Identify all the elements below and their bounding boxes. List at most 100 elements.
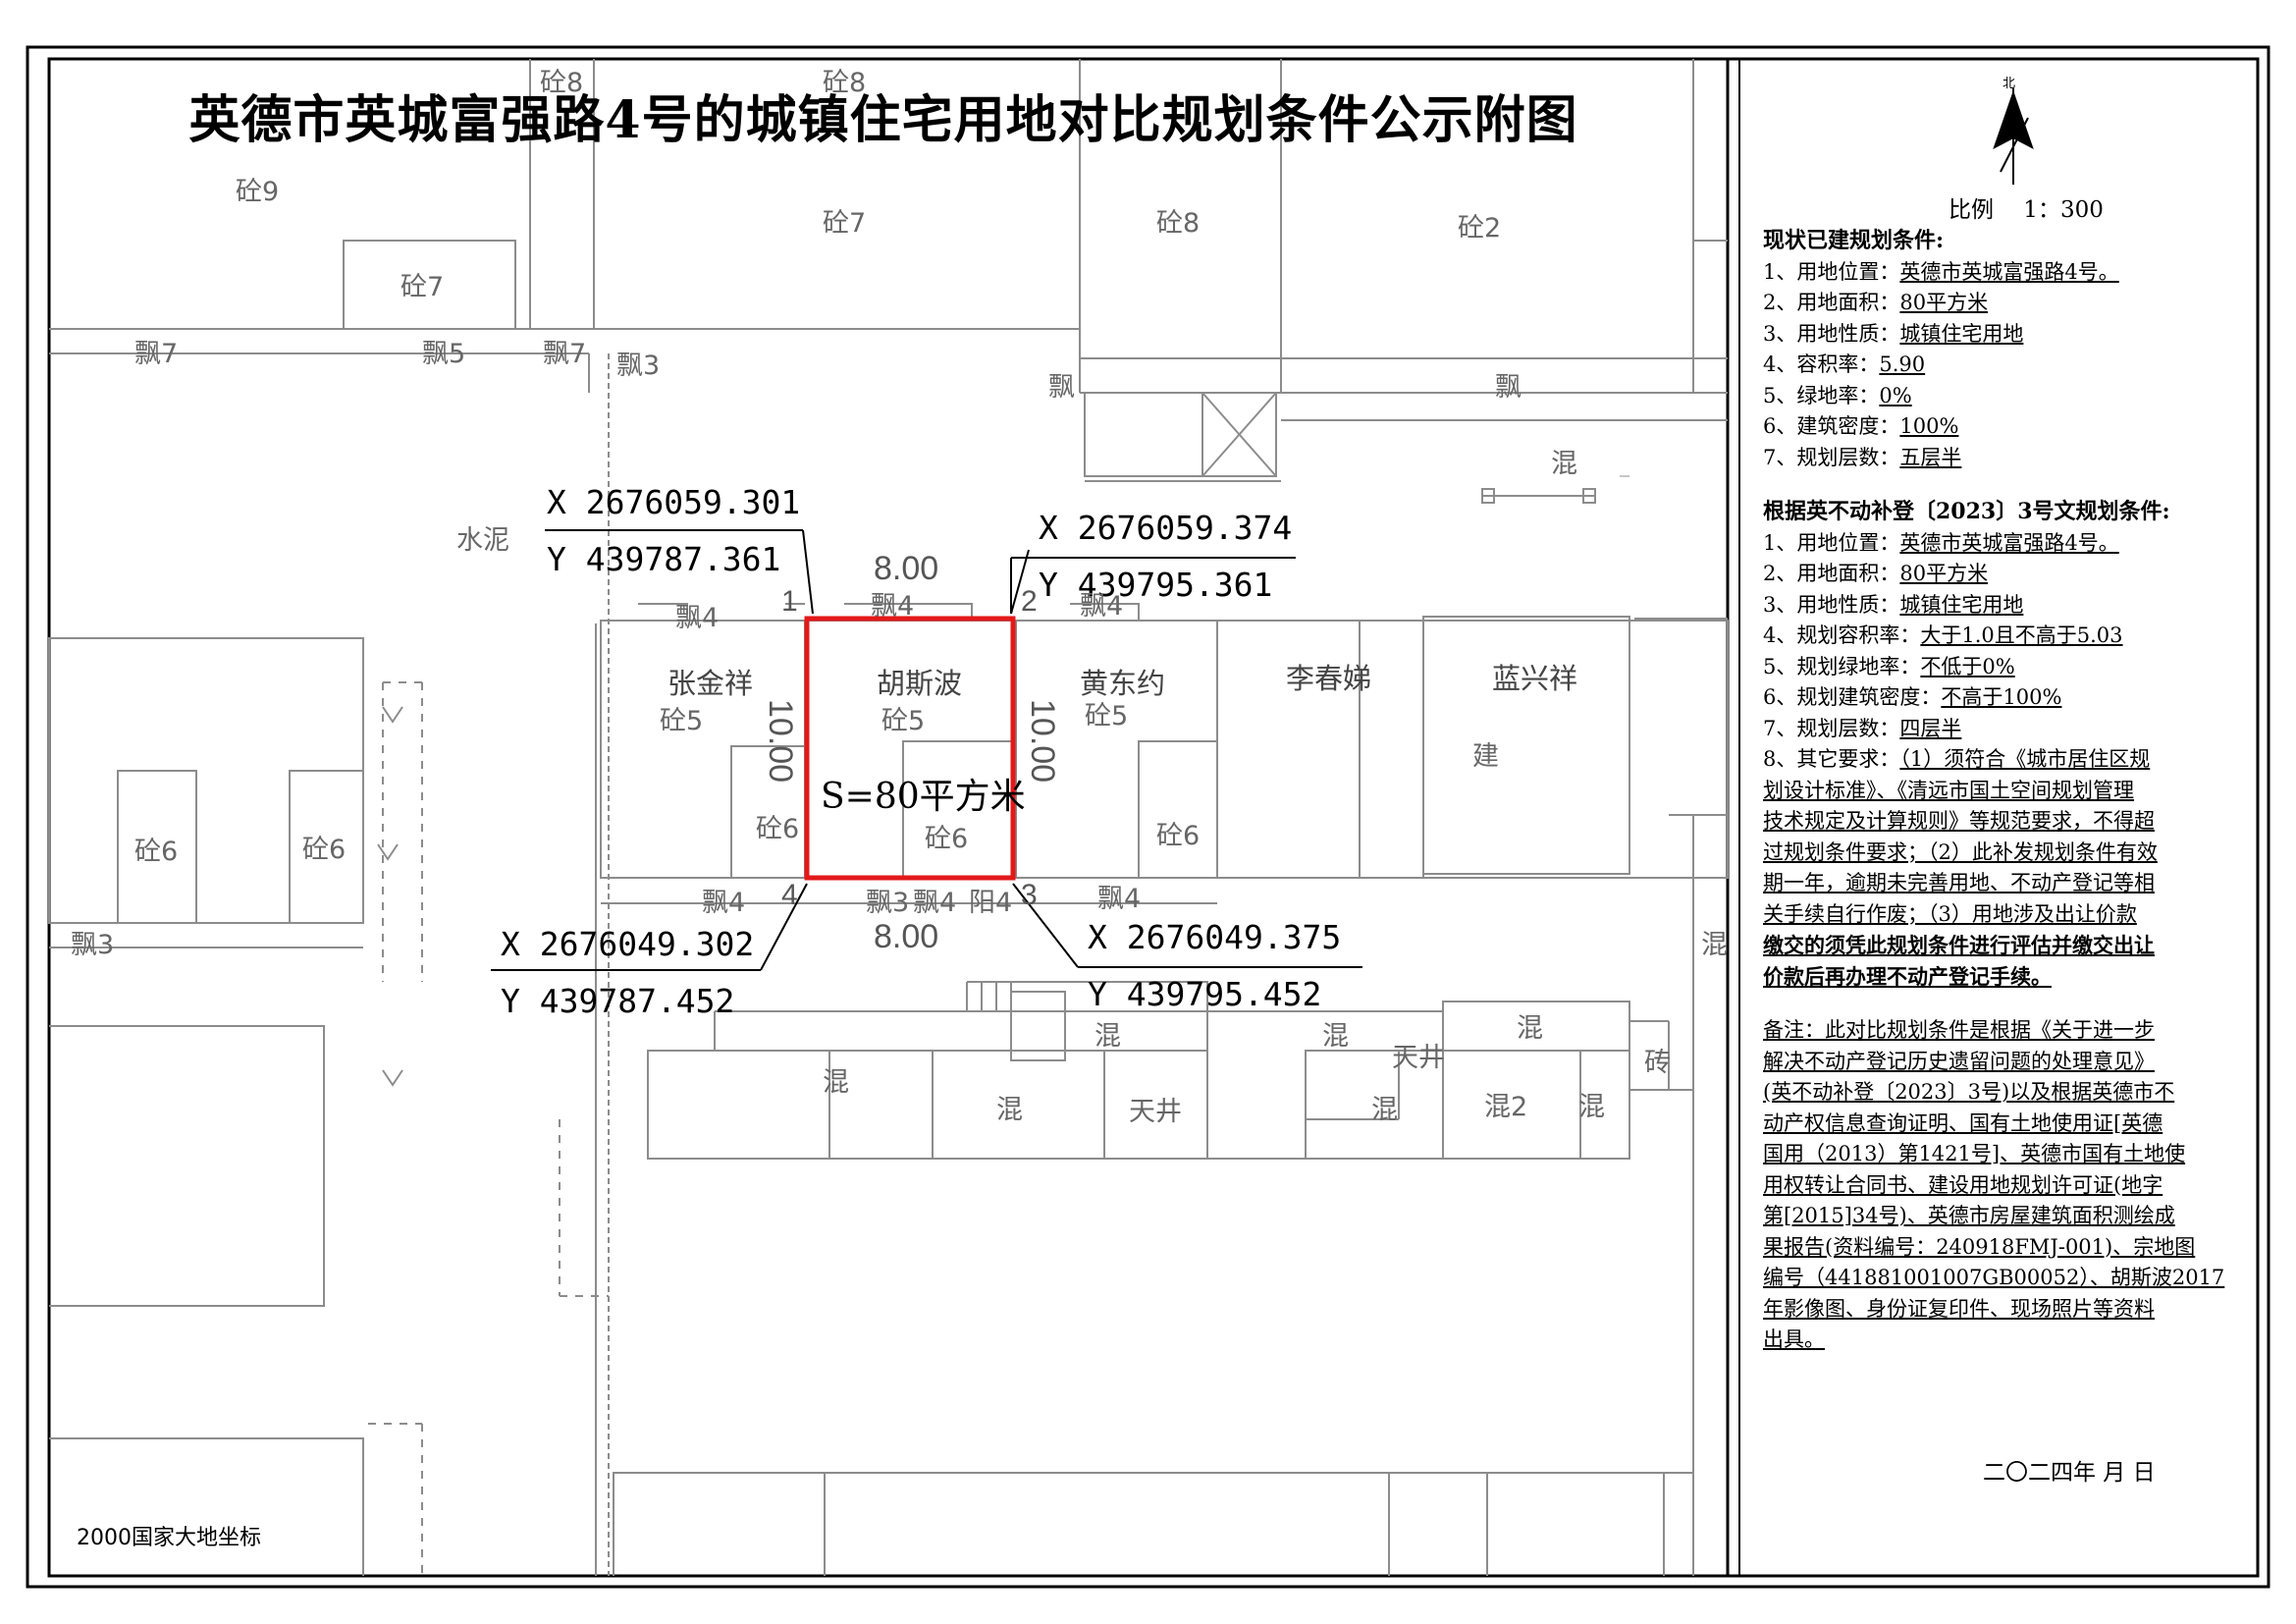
map-label: 天井 (1392, 1043, 1445, 1073)
other-requirements-line: 期一年，逾期未完善用地、不动产登记等相 (1763, 871, 2155, 894)
owner-huang: 黄东约 (1080, 667, 1166, 700)
vertex-4: 4 (781, 879, 798, 911)
leader-lines (491, 529, 1362, 971)
map-label: 水泥 (456, 525, 509, 556)
map-label: 阳4 (969, 888, 1013, 918)
map-label: 飘4 (702, 888, 746, 918)
map-label: 砼9 (236, 177, 280, 207)
map-label: 砼2 (1458, 213, 1502, 244)
section-current-list: 1、用地位置：英德市英城富强路4号。 2、用地面积：80平方米 3、用地性质：城… (1763, 257, 2244, 474)
map-label: 混 (1371, 1095, 1398, 1125)
remark-line: 编号（441881001007GB00052）、胡斯波2017 (1763, 1266, 2225, 1289)
remark-line: 年影像图、身份证复印件、现场照片等资料 (1763, 1296, 2155, 1321)
map-label: 砼8 (540, 68, 584, 98)
map-label: 飘3 (71, 930, 115, 960)
map-label: 飘5 (422, 339, 466, 369)
condition-row: 4、规划容积率：大于1.0且不高于5.03 (1763, 623, 2123, 647)
section-planned-title: 根据英不动补登〔2023〕3号文规划条件: (1763, 499, 2170, 524)
map-label: 飘 (1495, 372, 1522, 403)
coord-p4-y: Y 439787.452 (501, 982, 735, 1020)
condition-row: 7、规划层数：五层半 (1763, 445, 1962, 469)
section-planned-list: 1、用地位置：英德市英城富强路4号。 2、用地面积：80平方米 3、用地性质：城… (1763, 528, 2244, 993)
map-label: 天井 (1129, 1097, 1182, 1127)
map-label: 飘7 (134, 339, 179, 369)
north-label: 北 (2002, 77, 2016, 91)
north-arrow-icon (1993, 88, 2034, 185)
map-label: 砼8 (823, 68, 867, 98)
map-label: 砼5 (1085, 701, 1129, 731)
dim-right: 10.00 (1024, 699, 1061, 784)
map-label: 混2 (1484, 1092, 1528, 1122)
condition-row: 7、规划层数：四层半 (1763, 716, 1962, 740)
map-label: 混 (1095, 1021, 1121, 1052)
map-label: 混 (1517, 1013, 1543, 1044)
condition-row: 4、容积率：5.90 (1763, 352, 1926, 376)
map-label: 飘4 (1097, 884, 1142, 914)
coord-p2-y: Y 439795.361 (1039, 566, 1273, 604)
dim-top: 8.00 (874, 550, 939, 587)
map-label: 砼6 (134, 837, 179, 867)
remark-line: 动产权信息查询证明、国有土地使用证[英德 (1763, 1110, 2163, 1135)
map-label: 混 (1551, 449, 1577, 479)
remark-line: 第[2015]34号)、英德市房屋建筑面积测绘成 (1763, 1204, 2175, 1227)
map-label: 砼6 (1156, 821, 1201, 851)
dim-bottom: 8.00 (874, 918, 939, 955)
map-label: 砼6 (925, 824, 969, 854)
map-label: 飘3 (866, 888, 910, 918)
remark-line: 国用（2013）第1421号]、英德市国有土地使 (1763, 1142, 2186, 1165)
map-label: 混 (996, 1095, 1023, 1125)
vertex-3: 3 (1021, 879, 1038, 911)
map-label: 飘4 (1080, 591, 1124, 622)
coord-p4-x: X 2676049.302 (501, 925, 755, 963)
coordinate-system: 2000国家大地坐标 (77, 1526, 261, 1550)
coord-p1-x: X 2676059.301 (547, 483, 801, 521)
map-label: 飘3 (616, 351, 661, 381)
remark-line: 用权转让合同书、建设用地规划许可证(地字 (1763, 1172, 2163, 1197)
condition-row: 6、建筑密度：100% (1763, 414, 1959, 438)
condition-row: 5、规划绿地率：不低于0% (1763, 654, 2015, 678)
map-label: 飘4 (675, 603, 720, 633)
parcel-boundary (804, 616, 1016, 881)
issue-date: 二〇二四年 月 日 (1983, 1460, 2156, 1486)
map-label: 砼7 (400, 272, 445, 302)
coord-p1-y: Y 439787.361 (547, 540, 781, 578)
parcel-area: S=80平方米 (821, 777, 1026, 817)
condition-row: 1、用地位置：英德市英城富强路4号。 (1763, 259, 2119, 284)
map-label: 建 (1472, 741, 1499, 772)
condition-row: 1、用地位置：英德市英城富强路4号。 (1763, 530, 2119, 555)
condition-row: 2、用地面积：80平方米 (1763, 562, 1989, 585)
condition-row: 3、用地性质：城镇住宅用地 (1763, 592, 2024, 617)
outer-frame (26, 45, 2270, 1589)
remark-line: 果报告(资料编号：240918FMJ-001)、宗地图 (1763, 1234, 2196, 1259)
map-label: 混 (1322, 1021, 1349, 1052)
scale-label: 比例 1：300 (1949, 197, 2104, 223)
condition-row: 2、用地面积：80平方米 (1763, 291, 1989, 314)
condition-row: 8、其它要求：（1）须符合《城市居住区规 (1763, 747, 2151, 771)
section-current-title: 现状已建规划条件: (1763, 228, 1945, 253)
vertex-2: 2 (1021, 585, 1038, 618)
owner-zhang: 张金祥 (667, 667, 754, 700)
map-label: 砼6 (302, 835, 347, 865)
map-label: 飘4 (913, 888, 957, 918)
conditions-panel: 现状已建规划条件: 1、用地位置：英德市英城富强路4号。 2、用地面积：80平方… (1763, 226, 2244, 1356)
remark-line: 备注：此对比规划条件是根据《关于进一步 (1763, 1018, 2155, 1042)
owner-lan: 蓝兴祥 (1492, 662, 1578, 695)
condition-row: 5、绿地率：0% (1763, 383, 1912, 407)
map-label: 砼8 (1156, 208, 1201, 239)
owner-hu: 胡斯波 (877, 667, 963, 700)
map-label: 混 (1578, 1092, 1605, 1122)
vertex-1: 1 (781, 585, 798, 618)
map-label: 混 (1701, 930, 1728, 960)
remarks: 备注：此对比规划条件是根据《关于进一步 解决不动产登记历史遗留问题的处理意见》 … (1763, 1015, 2244, 1356)
coord-p2-x: X 2676059.374 (1039, 509, 1293, 547)
owner-li: 李春娣 (1286, 662, 1372, 695)
map-label: 飘 (1048, 372, 1075, 403)
other-requirements-line: 缴交的须凭此规划条件进行评估并缴交出让 (1763, 933, 2155, 957)
map-label: 砼7 (823, 208, 867, 239)
map-label: 砼5 (881, 706, 926, 736)
map-label: 砼6 (756, 814, 800, 844)
remark-line: 解决不动产登记历史遗留问题的处理意见》 (1763, 1049, 2155, 1073)
coord-p3-y: Y 439795.452 (1088, 975, 1322, 1013)
other-requirements-line: 价款后再办理不动产登记手续。 (1763, 963, 2052, 989)
